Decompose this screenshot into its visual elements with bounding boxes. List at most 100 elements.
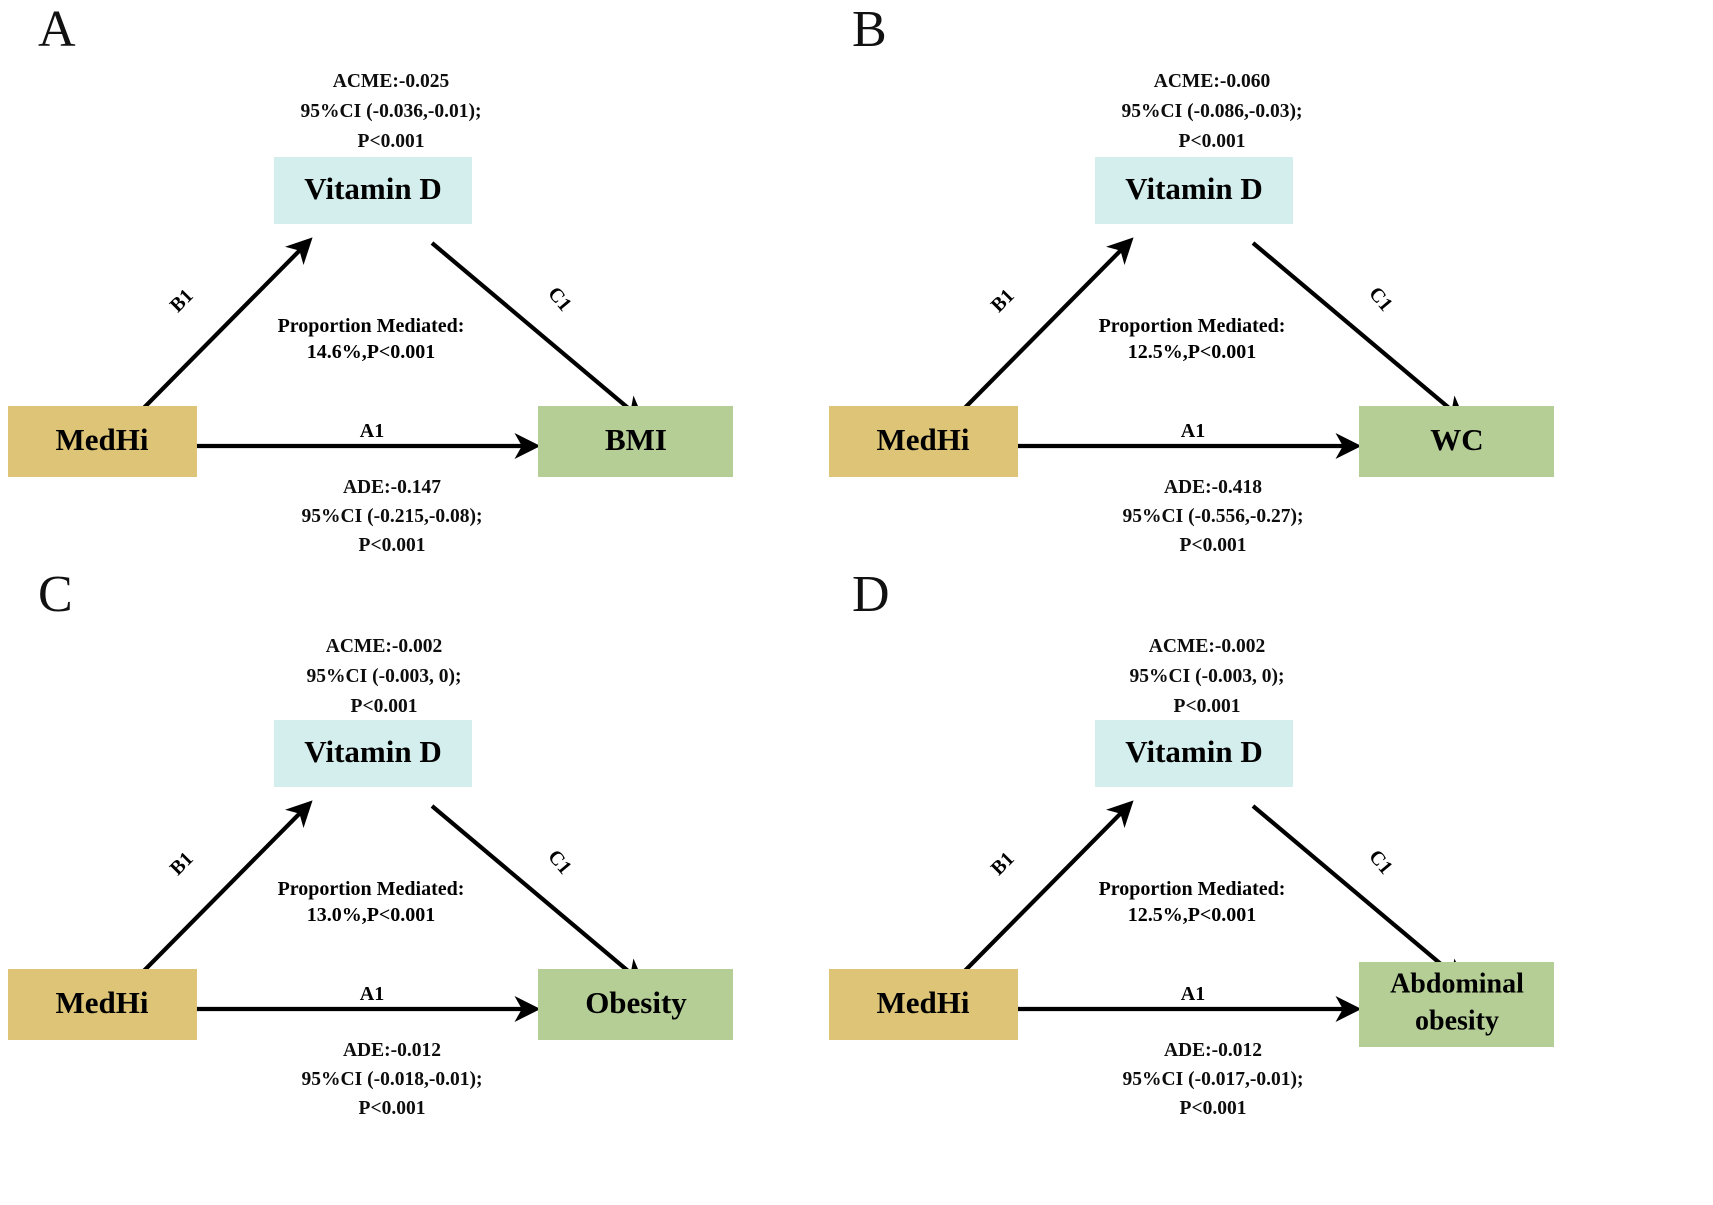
path-a-label: A1 — [360, 420, 384, 442]
path-c-label: C1 — [543, 283, 576, 316]
acme-estimate: ACME:-0.002 — [1149, 636, 1265, 657]
acme-ci: 95%CI (-0.086,-0.03); — [1122, 101, 1303, 122]
panel-letter: C — [38, 566, 73, 623]
exposure-node: MedHi — [8, 969, 197, 1040]
path-a-label: A1 — [360, 983, 384, 1005]
path-a-label: A1 — [1181, 983, 1205, 1005]
exposure-node: MedHi — [8, 406, 197, 477]
ade-estimate: ADE:-0.012 — [1164, 1040, 1262, 1061]
path-b-label: B1 — [166, 848, 198, 880]
panel-a: A ACME:-0.025 95%CI (-0.036,-0.01); P<0.… — [0, 0, 856, 602]
proportion-mediated: Proportion Mediated: 13.0%,P<0.001 — [278, 878, 465, 926]
path-a-label: A1 — [1181, 420, 1205, 442]
proportion-mediated: Proportion Mediated: 14.6%,P<0.001 — [278, 315, 465, 363]
ade-pvalue: P<0.001 — [359, 535, 426, 556]
mediator-node: Vitamin D — [274, 157, 472, 224]
exposure-box — [829, 969, 1018, 1040]
exposure-node: MedHi — [829, 969, 1018, 1040]
exposure-label: MedHi — [56, 422, 149, 457]
mediator-label: Vitamin D — [1125, 734, 1263, 769]
acme-stats: ACME:-0.025 95%CI (-0.036,-0.01); P<0.00… — [301, 71, 482, 152]
ade-estimate: ADE:-0.012 — [343, 1040, 441, 1061]
panel-letter: B — [852, 1, 887, 58]
mediator-label: Vitamin D — [304, 734, 442, 769]
ade-ci: 95%CI (-0.215,-0.08); — [302, 506, 483, 527]
panel-letter: D — [852, 566, 890, 623]
acme-pvalue: P<0.001 — [351, 696, 418, 717]
mediator-node: Vitamin D — [1095, 720, 1293, 787]
path-c-arrow — [430, 241, 645, 423]
ade-stats: ADE:-0.012 95%CI (-0.018,-0.01); P<0.001 — [302, 1040, 483, 1119]
panel-b: B ACME:-0.060 95%CI (-0.086,-0.03); P<0.… — [829, 0, 1713, 602]
panel-letter: A — [38, 1, 76, 58]
proportion-mediated: Proportion Mediated: 12.5%,P<0.001 — [1099, 878, 1286, 926]
path-c-label: C1 — [543, 846, 576, 879]
mediator-box — [274, 157, 472, 224]
ade-ci: 95%CI (-0.017,-0.01); — [1123, 1069, 1304, 1090]
exposure-label: MedHi — [877, 422, 970, 457]
outcome-label: WC — [1430, 422, 1483, 457]
acme-ci: 95%CI (-0.003, 0); — [307, 666, 462, 687]
acme-ci: 95%CI (-0.003, 0); — [1130, 666, 1285, 687]
path-b-label: B1 — [987, 285, 1019, 317]
ade-estimate: ADE:-0.418 — [1164, 477, 1262, 498]
exposure-box — [8, 406, 197, 477]
outcome-node: Abdominal obesity — [1359, 962, 1554, 1047]
mediator-node: Vitamin D — [274, 720, 472, 787]
outcome-box — [1359, 962, 1554, 1047]
proportion-value: 13.0%,P<0.001 — [307, 904, 436, 926]
outcome-node: Obesity — [538, 969, 733, 1040]
outcome-node: WC — [1359, 406, 1554, 477]
acme-stats: ACME:-0.060 95%CI (-0.086,-0.03); P<0.00… — [1122, 71, 1303, 152]
exposure-label: MedHi — [56, 985, 149, 1020]
proportion-mediated: Proportion Mediated: 12.5%,P<0.001 — [1099, 315, 1286, 363]
acme-pvalue: P<0.001 — [1174, 696, 1241, 717]
path-c-label: C1 — [1364, 846, 1397, 879]
acme-estimate: ACME:-0.025 — [333, 71, 450, 92]
panel-c: C ACME:-0.002 95%CI (-0.003, 0); P<0.001… — [0, 565, 856, 1167]
outcome-label-line2: obesity — [1415, 1005, 1499, 1036]
exposure-box — [829, 406, 1018, 477]
path-c-arrow — [430, 804, 645, 986]
outcome-box — [538, 969, 733, 1040]
ade-pvalue: P<0.001 — [1180, 1098, 1247, 1119]
acme-stats: ACME:-0.002 95%CI (-0.003, 0); P<0.001 — [1130, 636, 1285, 717]
acme-ci: 95%CI (-0.036,-0.01); — [301, 101, 482, 122]
outcome-label: BMI — [605, 422, 667, 457]
ade-pvalue: P<0.001 — [359, 1098, 426, 1119]
outcome-node: BMI — [538, 406, 733, 477]
outcome-box — [1359, 406, 1554, 477]
path-c-arrow — [1251, 804, 1466, 986]
proportion-value: 12.5%,P<0.001 — [1128, 341, 1257, 363]
mediator-node: Vitamin D — [1095, 157, 1293, 224]
exposure-label: MedHi — [877, 985, 970, 1020]
proportion-title: Proportion Mediated: — [278, 315, 465, 337]
proportion-title: Proportion Mediated: — [278, 878, 465, 900]
exposure-box — [8, 969, 197, 1040]
ade-ci: 95%CI (-0.556,-0.27); — [1123, 506, 1304, 527]
proportion-value: 12.5%,P<0.001 — [1128, 904, 1257, 926]
proportion-value: 14.6%,P<0.001 — [307, 341, 436, 363]
acme-pvalue: P<0.001 — [358, 131, 425, 152]
path-b-label: B1 — [987, 848, 1019, 880]
ade-stats: ADE:-0.418 95%CI (-0.556,-0.27); P<0.001 — [1123, 477, 1304, 556]
mediator-box — [1095, 720, 1293, 787]
outcome-label: Obesity — [585, 985, 687, 1020]
acme-stats: ACME:-0.002 95%CI (-0.003, 0); P<0.001 — [307, 636, 462, 717]
panel-d: D ACME:-0.002 95%CI (-0.003, 0); P<0.001… — [829, 565, 1713, 1167]
path-c-arrow — [1251, 241, 1466, 423]
ade-stats: ADE:-0.012 95%CI (-0.017,-0.01); P<0.001 — [1123, 1040, 1304, 1119]
acme-estimate: ACME:-0.002 — [326, 636, 442, 657]
exposure-node: MedHi — [829, 406, 1018, 477]
acme-pvalue: P<0.001 — [1179, 131, 1246, 152]
outcome-box — [538, 406, 733, 477]
path-c-label: C1 — [1364, 283, 1397, 316]
proportion-title: Proportion Mediated: — [1099, 878, 1286, 900]
mediator-box — [1095, 157, 1293, 224]
ade-estimate: ADE:-0.147 — [343, 477, 441, 498]
path-b-label: B1 — [166, 285, 198, 317]
outcome-label-line1: Abdominal — [1390, 968, 1524, 999]
mediator-box — [274, 720, 472, 787]
ade-stats: ADE:-0.147 95%CI (-0.215,-0.08); P<0.001 — [302, 477, 483, 556]
